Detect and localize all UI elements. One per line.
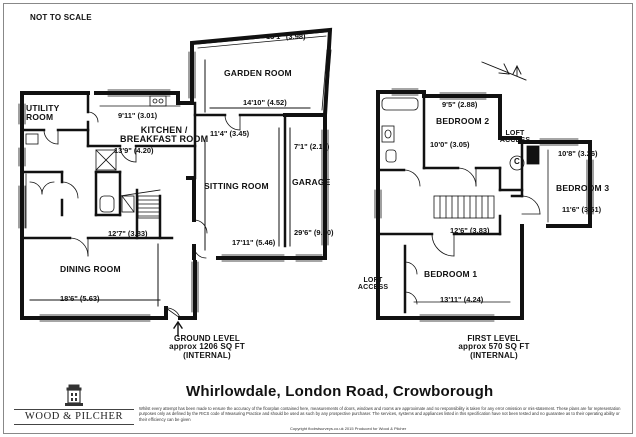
garage-label: GARAGE <box>292 177 331 187</box>
disclaimer-text: Whilst every attempt has been made to en… <box>139 406 621 422</box>
dining-room-dim-b: 18'6" (5.63) <box>60 294 100 303</box>
kitchen-label: KITCHEN /BREAKFAST ROOM <box>120 125 209 145</box>
copyright-text: Copyright fiodrstsurveys.co.uk 2015 Prod… <box>290 426 407 431</box>
ground-floor-outer-walls <box>20 27 333 320</box>
plan-frame <box>3 3 633 434</box>
first-floor-inner-walls <box>376 94 524 314</box>
first-floor-outer-walls <box>376 90 592 320</box>
garden-room-dim-a: 13'1" (3.98) <box>266 32 306 41</box>
bedroom3-label: BEDROOM 3 <box>556 183 610 193</box>
agent-logo-rule-bottom <box>14 424 134 425</box>
ground-level-caption: GROUND LEVEL approx 1206 SQ FT (INTERNAL… <box>169 334 245 360</box>
bedroom1-dim-b: 13'11" (4.24) <box>440 295 484 304</box>
first-floor-windows <box>374 88 594 322</box>
garden-room-dim-b: 14'10" (4.52) <box>243 98 287 107</box>
garden-room-label: GARDEN ROOM <box>224 68 292 78</box>
bedroom1-label: BEDROOM 1 <box>424 269 478 279</box>
dining-room-label: DINING ROOM <box>60 264 121 274</box>
bedroom3-dim-b: 11'6" (3.51) <box>562 205 602 214</box>
sitting-room-dim-b: 17'11" (5.46) <box>232 238 276 247</box>
bathroom-fittings <box>381 97 419 163</box>
ground-floor-detail-lines <box>29 59 311 307</box>
agent-logo-emblem <box>65 384 83 406</box>
sitting-room-dim-a: 11'4" (3.45) <box>210 129 250 138</box>
bedroom2-label: BEDROOM 2 <box>436 116 490 126</box>
property-title: Whirlowdale, London Road, Crowborough <box>186 383 494 400</box>
first-level-caption: FIRST LEVEL approx 570 SQ FT (INTERNAL) <box>458 334 530 360</box>
kitchen-fittings <box>25 95 181 229</box>
ground-floor-doors <box>29 111 241 319</box>
ground-floor-stairs <box>119 189 161 219</box>
sitting-room-label: SITTING ROOM <box>204 181 269 191</box>
compass-arrow <box>481 61 527 81</box>
garage-dim-a: 7'1" (2.15) <box>294 142 330 151</box>
bedroom1-dim-a: 12'6" (3.83) <box>450 226 490 235</box>
dining-room-dim-a: 12'7" (3.83) <box>108 229 148 238</box>
agent-name: WOOD & PILCHER <box>24 411 124 422</box>
entrance-arrow <box>173 320 183 337</box>
first-floor-details <box>413 145 549 303</box>
ground-floor-inner-walls <box>20 91 287 248</box>
scale-note: NOT TO SCALE <box>30 13 92 22</box>
cupboard-label: C <box>514 157 520 166</box>
bedroom2-dim-a: 9'5" (2.88) <box>442 100 478 109</box>
garage-dim-b: 29'6" (9.00) <box>294 228 334 237</box>
bedroom2-dim-b: 10'0" (3.05) <box>430 140 470 149</box>
ground-floor-windows <box>18 31 332 322</box>
kitchen-dim-b: 13'9" (4.20) <box>114 146 154 155</box>
first-floor-doors <box>403 167 541 305</box>
agent-logo-rule-top <box>14 409 134 410</box>
first-floor-stairs <box>433 195 495 219</box>
kitchen-dim-a: 9'11" (3.01) <box>118 111 158 120</box>
bedroom3-dim-a: 10'8" (3.26) <box>558 149 598 158</box>
